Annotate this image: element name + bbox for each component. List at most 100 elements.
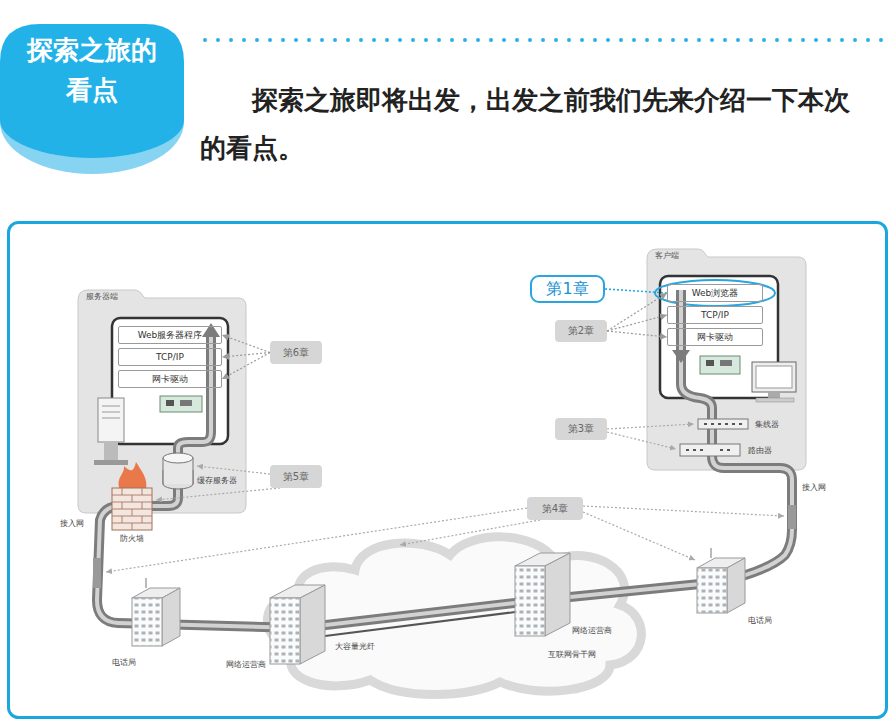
chapter-pointer [222,353,270,380]
building-front [697,568,727,613]
tab-top [0,24,184,158]
chapter-callout: 第6章 [270,341,322,364]
chapter-callout: 第3章 [555,418,607,440]
client-panel: 客户端 Web浏览器 TCP/IP 网卡驱动 [647,249,806,470]
part-label: 防火墙 [120,534,144,544]
leader-line [607,424,694,429]
building-side [727,558,745,613]
nic-card [160,396,202,412]
node-text: TCP/IP [156,352,184,363]
monitor-stand [768,392,780,398]
node-text: 第6章 [283,347,309,359]
part-label: 路由器 [748,446,772,456]
part-label: 互联网骨干网 [548,650,596,660]
firewall-flame [119,462,147,490]
leader-line [156,488,280,500]
part-label: 电话局 [112,658,136,668]
leader-line [197,466,270,474]
server-slot [102,418,120,419]
intro-paragraph: 探索之旅即将出发，出发之前我们先来介绍一下本次的看点。 [200,76,864,172]
nic-chip [706,360,714,366]
chapter-pointer [607,331,667,337]
part-label: 大容量光纤 [335,642,375,652]
node-text: 第5章 [283,471,309,483]
access-pole [788,505,796,529]
chapter-callout: 第5章 [270,465,322,488]
nic-chip [180,400,192,406]
building-antenna [711,548,712,558]
cache-cylinder-top [163,453,193,463]
leader-line [106,508,527,572]
layer-box: 网卡驱动 [118,370,222,388]
node-text: 第2章 [568,325,594,337]
leader-line [583,506,784,516]
dotted-rule [205,38,888,42]
chapter-pointer [607,293,667,331]
flow-arrowhead [672,350,690,363]
building-front [132,598,162,646]
building-antenna [146,578,147,588]
building-front [515,566,545,636]
node-text: 客户端 [655,251,806,261]
firewall-bricks [112,488,152,530]
node-text: TCP/IP [701,310,729,321]
building-windows [515,566,545,636]
hub-device [698,419,748,429]
client-panel-shape [647,249,806,470]
building-windows [270,598,300,664]
layer-box: 网卡驱动 [667,328,763,346]
building-side [545,553,570,636]
leader-line [400,520,540,545]
diagram-frame [9,223,887,718]
server-slot [102,406,120,407]
access-pole [93,558,101,588]
layer-box: Web浏览器 [667,284,763,302]
part-label: 电话局 [748,616,772,626]
chapter-pointer [605,289,667,293]
part-label: 接入网 [802,483,826,493]
part-label: 接入网 [60,519,84,529]
cache-cylinder-side [193,470,194,484]
node-text: 网卡驱动 [152,374,188,385]
building-side [162,588,180,646]
node-text: 服务器端 [86,292,246,302]
building-front [270,598,300,664]
firewall-wall [112,488,152,530]
layer-box: TCP/IP [667,306,763,324]
node-text: 网卡驱动 [697,332,733,343]
nic-chip [720,360,732,366]
building-side [300,585,325,664]
hub-ports [704,423,742,425]
leader-lines [106,424,784,572]
network-cable [97,290,792,628]
monitor [752,362,796,392]
server-tower [98,398,124,442]
layer-box: TCP/IP [118,348,222,366]
cache-cylinder-side [163,470,164,484]
network-cable-core [97,290,792,628]
server-stand [104,442,118,460]
section-tab-title: 探索之旅的 看点 [17,30,167,110]
server-panel-shape [78,290,246,513]
leader-line [607,432,676,449]
fiber-line [325,612,515,636]
server-slot [102,412,120,413]
layer-box: Web服务器程序 [118,326,222,344]
node-text: 第3章 [568,423,594,435]
highlight-ellipse [655,280,775,306]
part-label: 缓存服务器 [197,476,237,486]
router-device [680,444,740,456]
node-text: 第4章 [542,503,568,515]
node-text: Web浏览器 [692,288,739,299]
server-panel: 服务器端 Web服务器程序 TCP/IP 网卡驱动 [78,290,246,513]
chapter-callout: 第4章 [527,497,583,520]
nic-card [700,356,740,374]
keyboard [756,398,794,402]
chapter-callout: 第1章 [530,275,605,303]
node-text: Web服务器程序 [138,330,203,341]
part-label: 网络运营商 [572,626,612,636]
router-ports [686,449,730,451]
chapter-callout: 第2章 [555,320,607,342]
internet-cloud [267,537,641,695]
building-windows [132,598,162,646]
